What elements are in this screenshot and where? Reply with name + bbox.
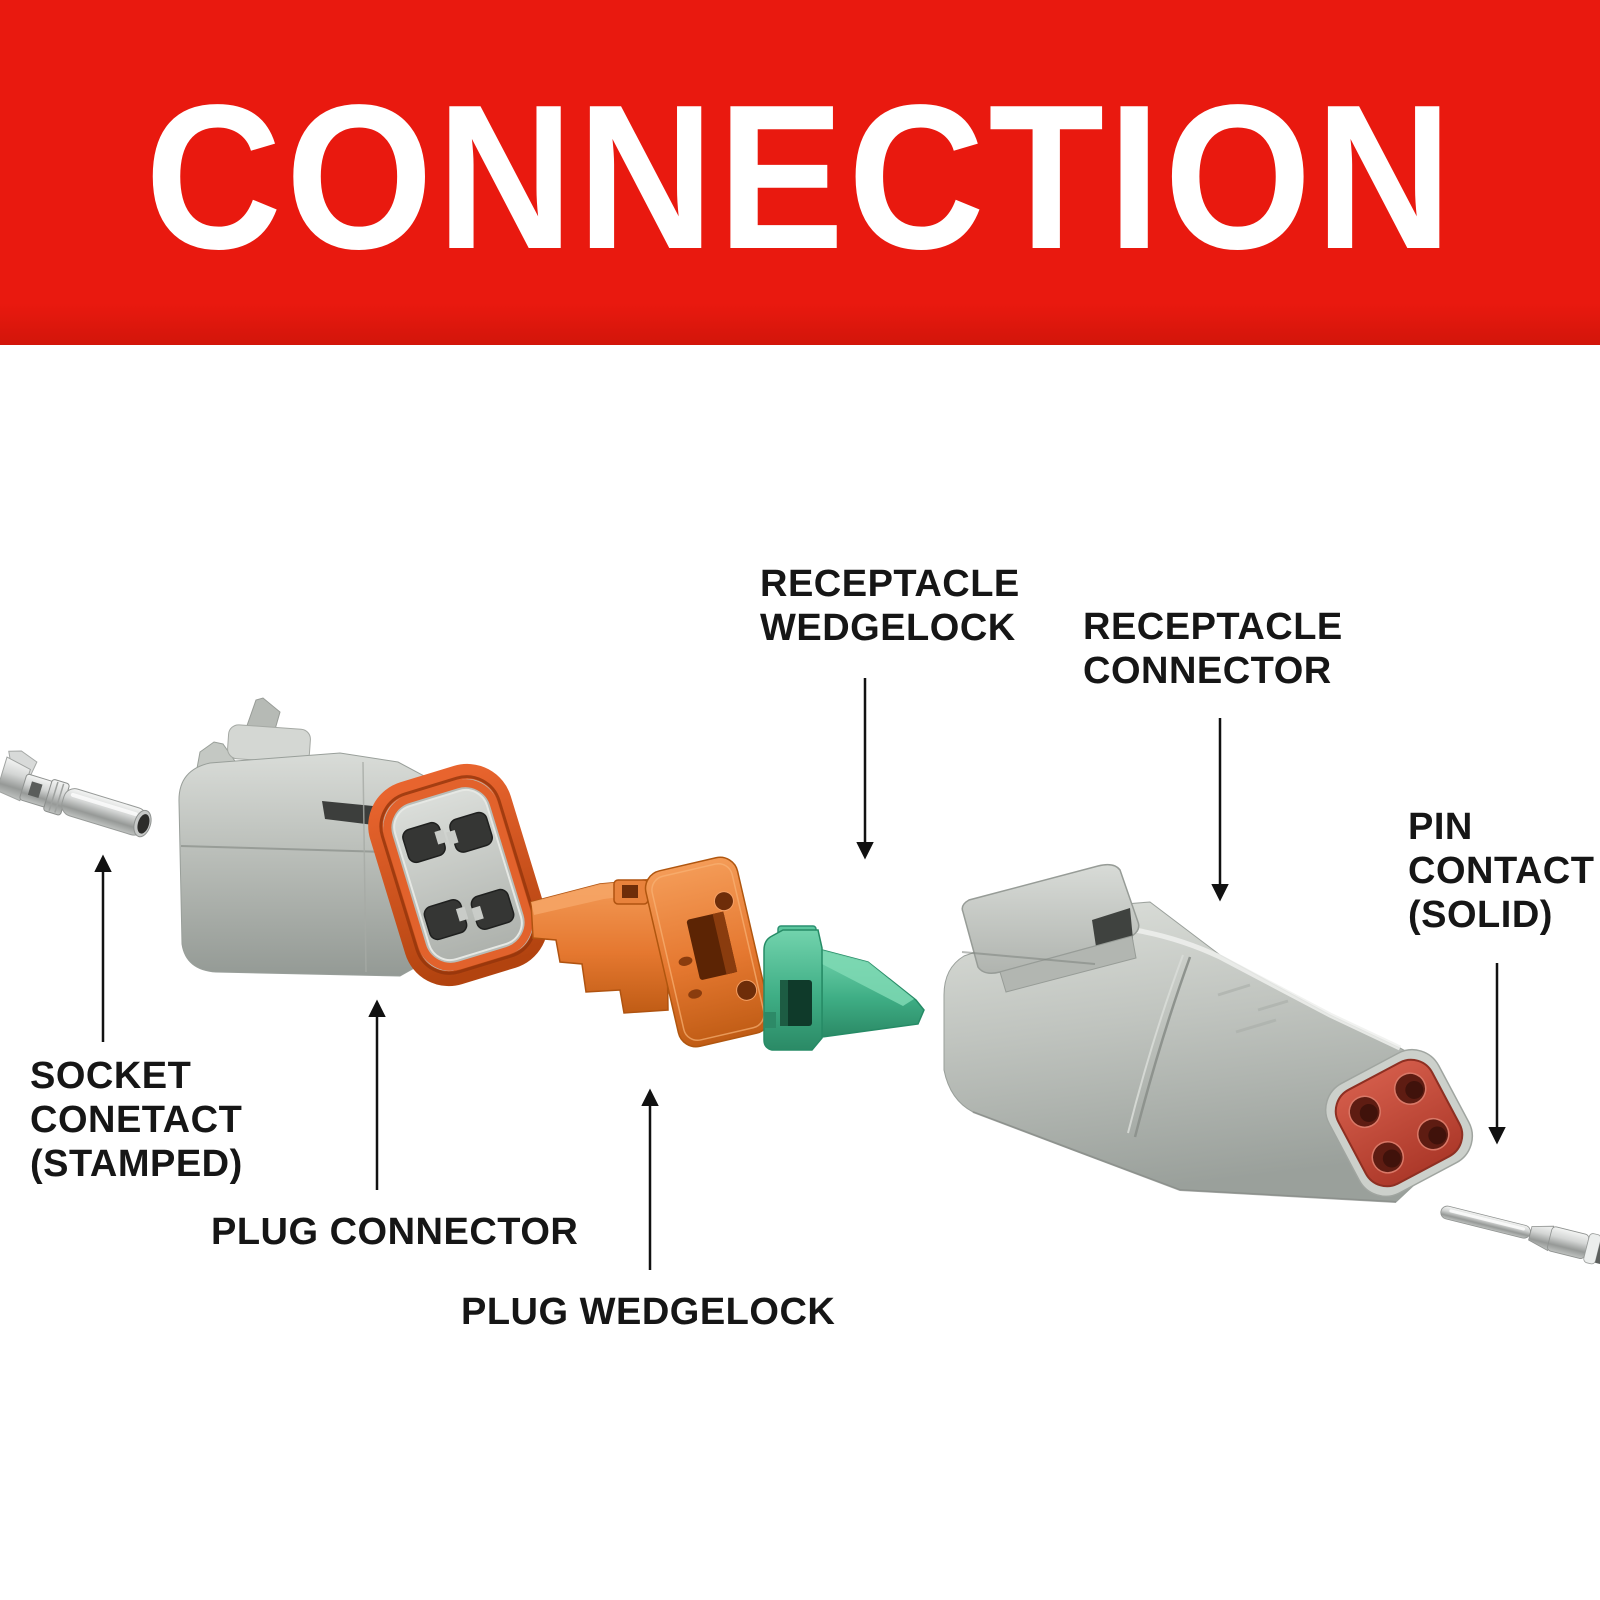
title-banner: CONNECTION bbox=[0, 0, 1600, 345]
receptacle-connector-graphic bbox=[943, 863, 1474, 1203]
socket-contact-graphic bbox=[0, 750, 152, 838]
page-title: CONNECTION bbox=[144, 61, 1456, 292]
receptacle-wedgelock-graphic bbox=[763, 925, 925, 1051]
label-receptacle-wedgelock: RECEPTACLE WEDGELOCK bbox=[760, 563, 1020, 649]
pin-contact-graphic bbox=[1440, 1205, 1600, 1265]
plug-wedgelock-graphic bbox=[530, 856, 772, 1048]
label-plug-connector: PLUG CONNECTOR bbox=[211, 1211, 579, 1253]
label-socket-contact: SOCKET CONETACT (STAMPED) bbox=[30, 1055, 243, 1185]
label-pin-contact: PIN CONTACT (SOLID) bbox=[1408, 806, 1595, 936]
label-receptacle-connector: RECEPTACLE CONNECTOR bbox=[1083, 606, 1343, 692]
label-plug-wedgelock: PLUG WEDGELOCK bbox=[461, 1291, 836, 1333]
plug-connector-graphic bbox=[178, 697, 548, 987]
